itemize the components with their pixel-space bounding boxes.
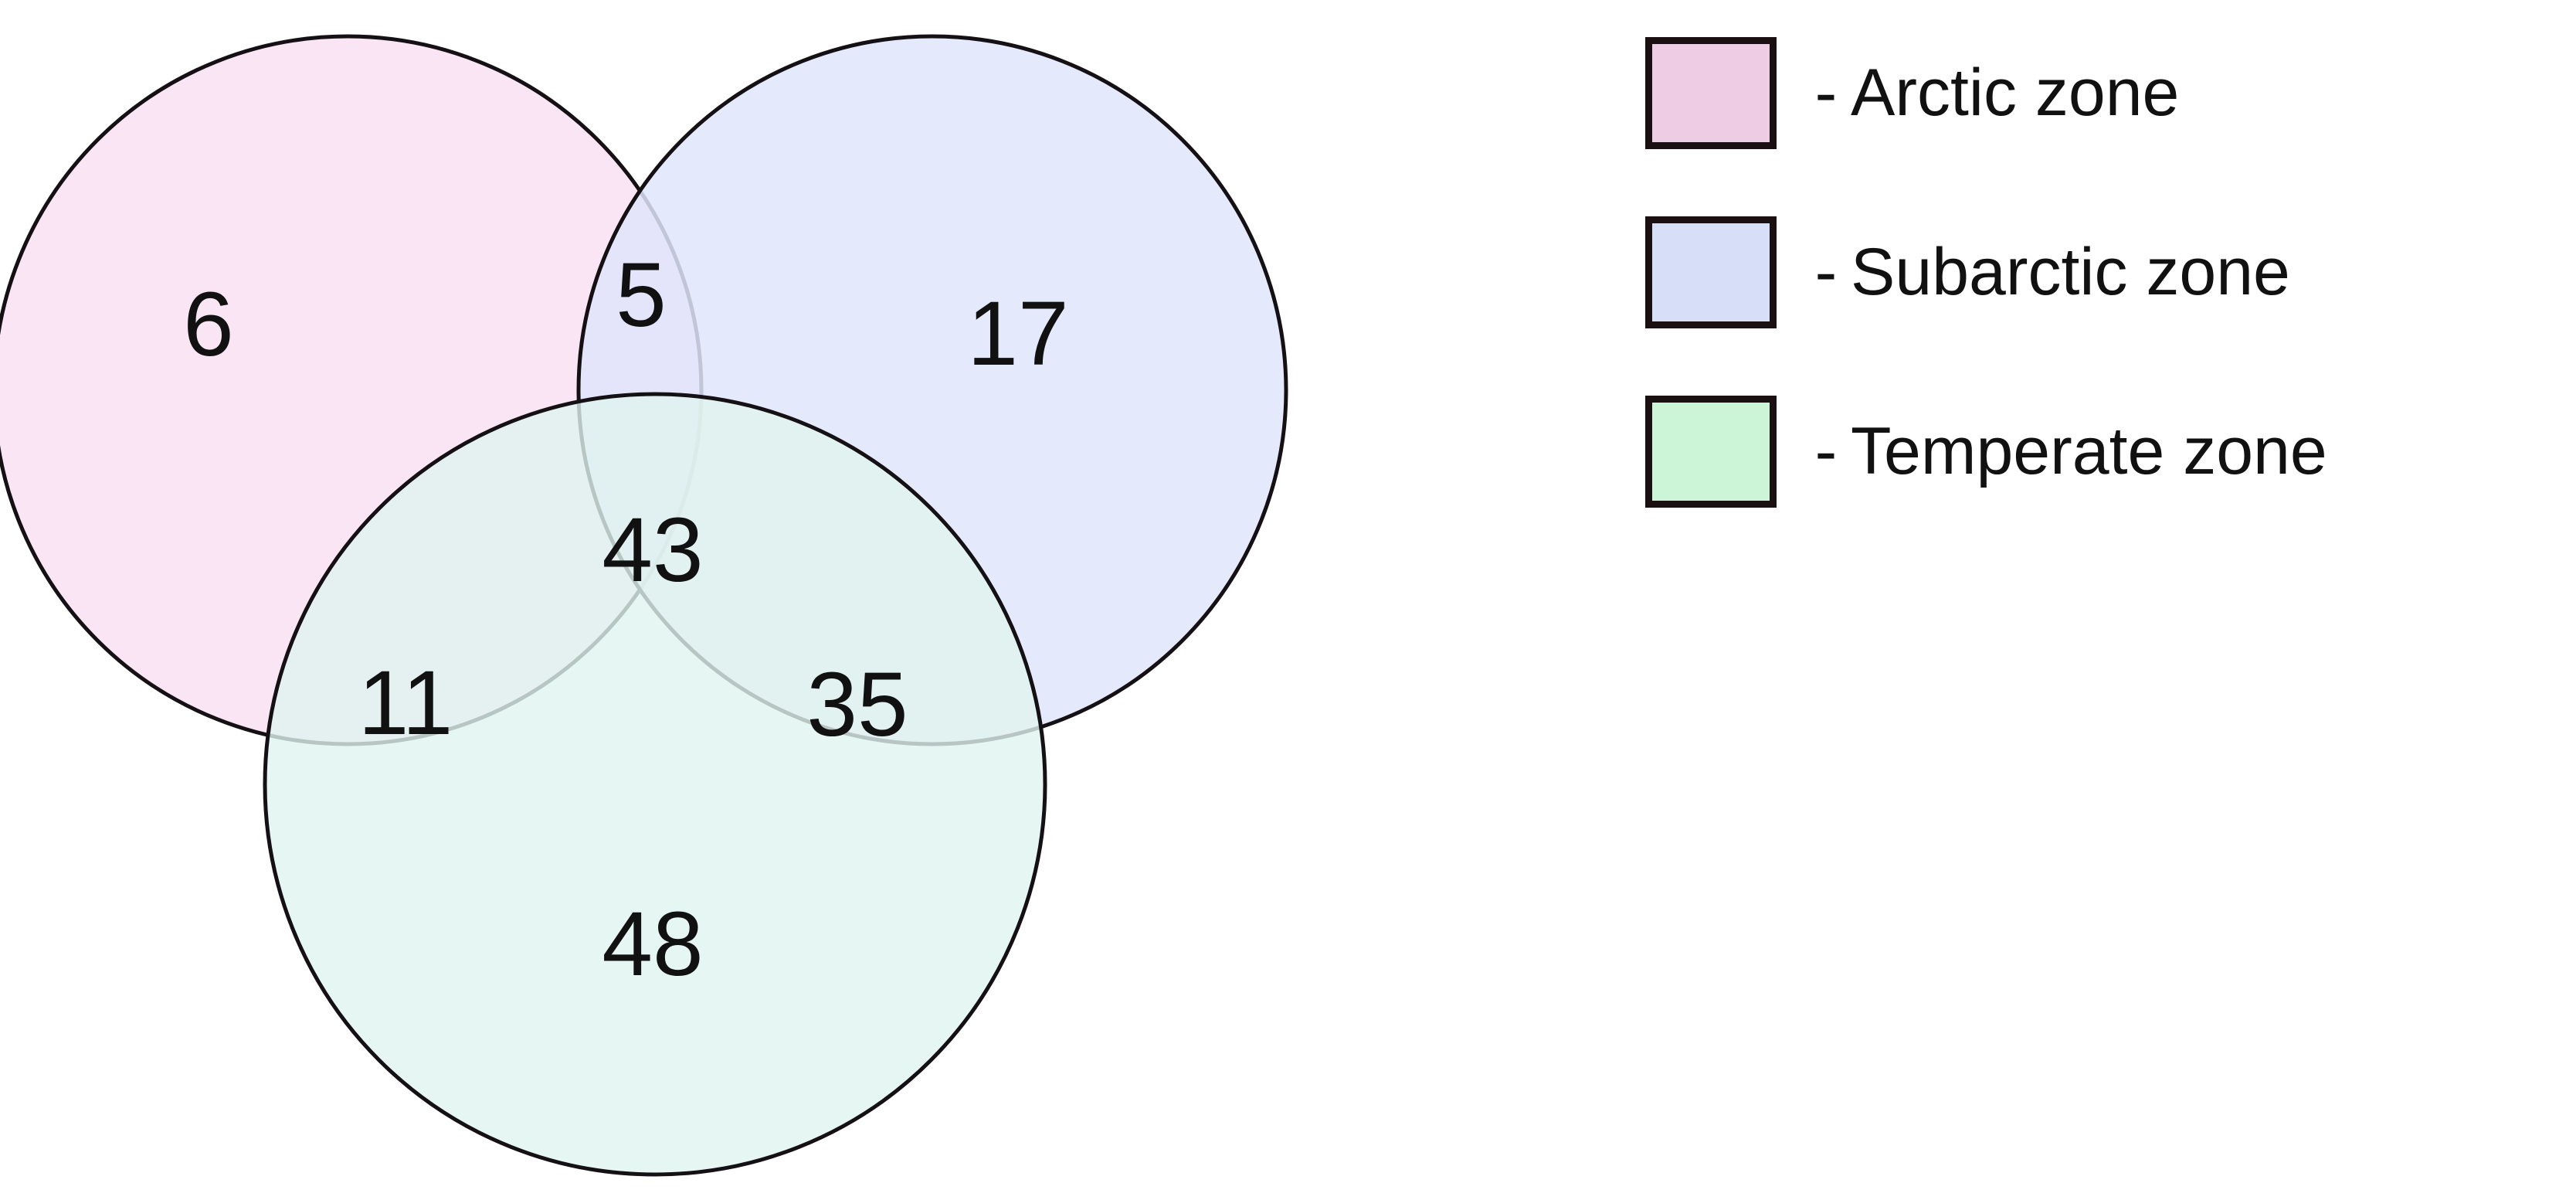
legend-swatch-arctic — [1645, 36, 1777, 149]
legend-separator-subarctic: - — [1814, 235, 1838, 309]
venn-circle-temperate[interactable] — [263, 392, 1047, 1177]
venn-value-subarctic-only: 17 — [967, 283, 1069, 385]
legend-label-subarctic: Subarctic zone — [1851, 235, 2290, 309]
venn-value-arctic-temperate: 11 — [358, 652, 453, 754]
venn-circles-svg — [0, 34, 1288, 1177]
legend-swatch-temperate — [1645, 395, 1777, 508]
legend-item-arctic[interactable]: - Arctic zone — [1645, 31, 2541, 155]
venn-value-arctic-subarctic: 5 — [616, 244, 667, 346]
legend-label-temperate: Temperate zone — [1851, 414, 2327, 488]
legend-label-arctic: Arctic zone — [1851, 56, 2180, 130]
venn-value-subarctic-temperate: 35 — [806, 654, 908, 756]
legend-item-temperate[interactable]: - Temperate zone — [1645, 389, 2541, 513]
venn-diagram-area: 6 17 5 43 11 35 48 — [0, 34, 1288, 1177]
legend-separator-arctic: - — [1814, 56, 1838, 130]
legend: - Arctic zone - Subarctic zone - Tempera… — [1645, 31, 2541, 513]
venn-value-arctic-subarctic-temperate: 43 — [602, 499, 704, 601]
venn-value-temperate-only: 48 — [602, 893, 704, 995]
legend-item-subarctic[interactable]: - Subarctic zone — [1645, 210, 2541, 334]
legend-separator-temperate: - — [1814, 414, 1838, 488]
venn-value-arctic-only: 6 — [183, 274, 234, 376]
legend-swatch-subarctic — [1645, 216, 1777, 328]
